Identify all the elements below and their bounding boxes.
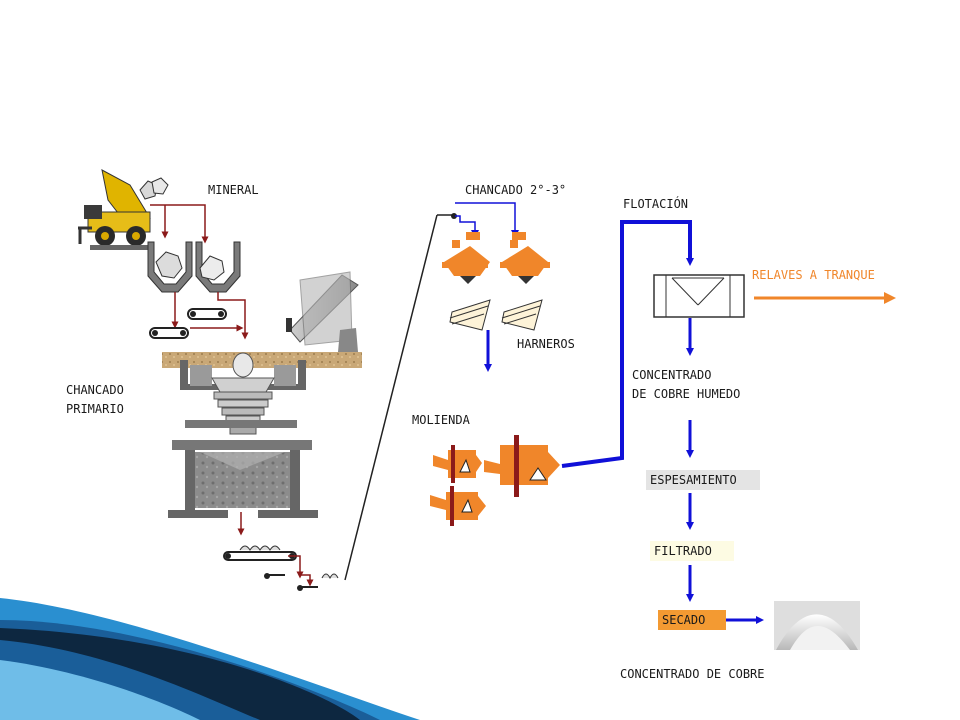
haul-truck-icon: [78, 169, 169, 250]
filtrado-box: FILTRADO: [650, 541, 734, 561]
concentrate-pile-icon: [774, 601, 860, 650]
flotacion-label: FLOTACIÓN: [623, 197, 689, 211]
discharge-conveyors: [223, 545, 339, 591]
ball-mill-icon: [430, 435, 560, 526]
concentrado-humedo-label-1: CONCENTRADO: [632, 368, 712, 382]
chancado-primario-label-2: PRIMARIO: [66, 402, 124, 416]
chancado-primario-label-1: CHANCADO: [66, 383, 124, 397]
espesamiento-box: ESPESAMIENTO: [646, 470, 760, 490]
relaves-label: RELAVES A TRANQUE: [752, 268, 875, 282]
harneros-label: HARNEROS: [517, 337, 575, 351]
molienda-label: MOLIENDA: [412, 413, 470, 427]
feed-hoppers: [147, 241, 241, 293]
mineral-label: MINERAL: [208, 183, 259, 197]
gyratory-crusher-icon: [162, 271, 362, 518]
flotation-cell-icon: [653, 274, 745, 318]
cone-crusher-icon: [442, 202, 550, 284]
screen-icon: [449, 299, 543, 331]
concentrado-cobre-label: CONCENTRADO DE COBRE: [620, 667, 765, 681]
chancado-secundario-label: CHANCADO 2°-3°: [465, 183, 567, 197]
concentrado-humedo-label-2: DE COBRE HUMEDO: [632, 387, 741, 401]
secado-box: SECADO: [658, 610, 726, 630]
feeder-conveyors: [149, 308, 244, 339]
incline-conveyor: [344, 214, 438, 581]
decorative-swoosh: [0, 598, 420, 720]
